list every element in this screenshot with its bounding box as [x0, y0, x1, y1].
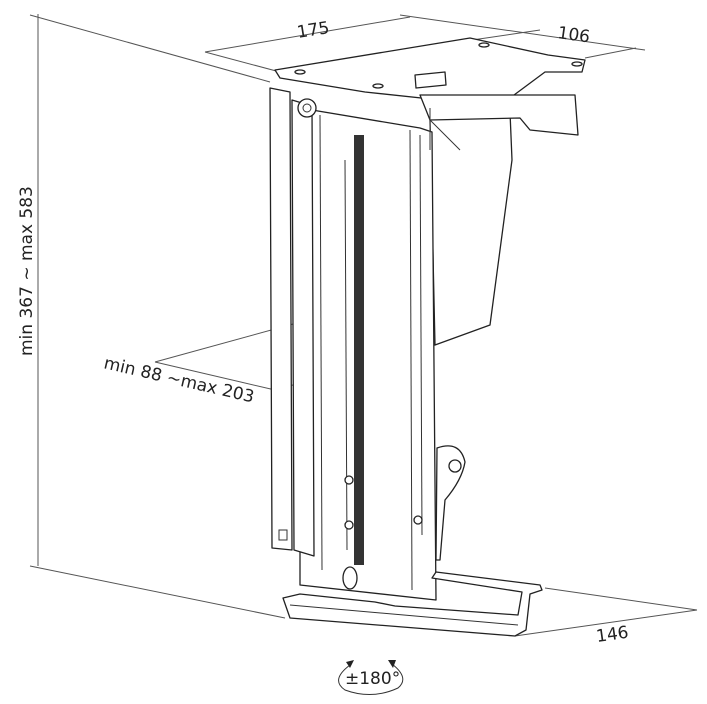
rear-bracket-plate: [429, 111, 513, 346]
top-depth-dimension-label: 106: [556, 23, 591, 47]
rod-nut: [342, 566, 358, 590]
top-mounting-plate: [274, 37, 586, 101]
width-dimension-label: 175: [296, 18, 331, 43]
tilt-knob: [435, 445, 466, 561]
rotation-indicator: [338, 660, 404, 695]
base-depth-dimension-label: 146: [595, 623, 630, 647]
rotation-label: ±180°: [345, 669, 400, 689]
inner-post: [291, 99, 315, 557]
base-tray: [282, 571, 543, 637]
top-bolt: [414, 71, 447, 89]
left-post: [269, 87, 293, 551]
threaded-rod: [354, 135, 364, 565]
height-dimension-label: min 367 ~ max 583: [17, 186, 37, 356]
adjust-knob: [297, 98, 317, 118]
